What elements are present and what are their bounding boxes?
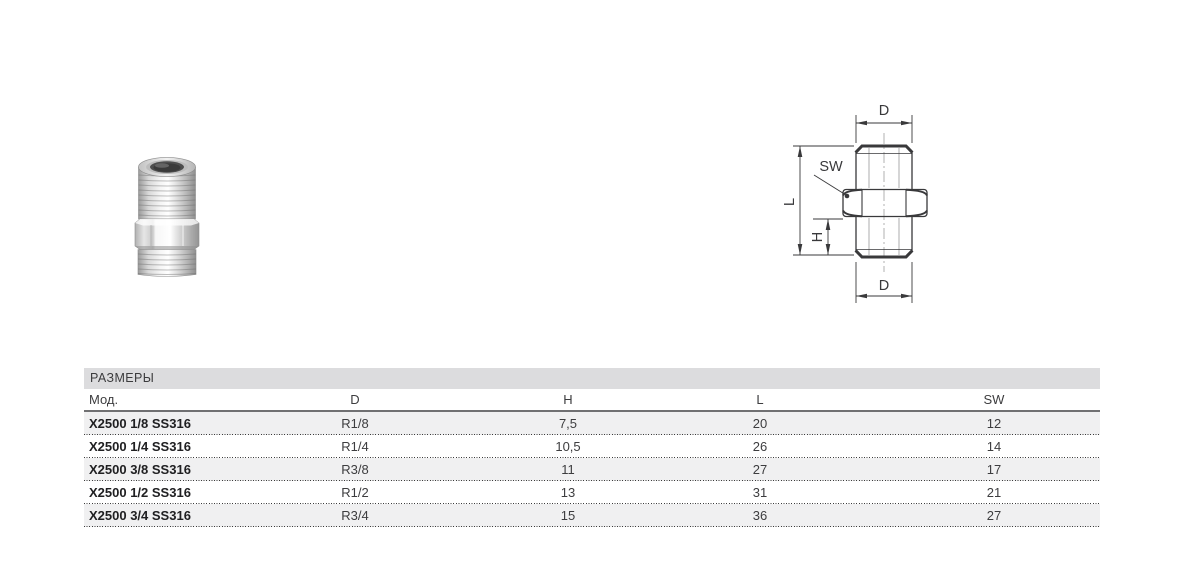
cell-d: R1/4 bbox=[341, 439, 369, 454]
cell-h: 10,5 bbox=[555, 439, 581, 454]
cell-h: 7,5 bbox=[558, 416, 578, 431]
dim-label-l: L bbox=[782, 198, 798, 206]
table-row: X2500 1/8 SS316 R1/8 7,5 20 12 bbox=[84, 412, 1100, 435]
cell-model: X2500 3/8 SS316 bbox=[89, 462, 191, 477]
cell-h: 13 bbox=[560, 485, 576, 500]
dim-label-d-top: D bbox=[879, 103, 889, 119]
cell-l: 20 bbox=[752, 416, 768, 431]
table-row: X2500 3/4 SS316 R3/4 15 36 27 bbox=[84, 504, 1100, 527]
table-title-bar: РАЗМЕРЫ bbox=[84, 368, 1100, 389]
product-photo bbox=[134, 155, 200, 279]
cell-l: 26 bbox=[752, 439, 768, 454]
dim-label-d-bottom: D bbox=[879, 278, 889, 294]
col-header-d: D bbox=[350, 392, 360, 407]
cell-d: R1/8 bbox=[341, 416, 369, 431]
cell-sw: 27 bbox=[986, 508, 1002, 523]
col-header-sw: SW bbox=[983, 392, 1005, 407]
cell-h: 11 bbox=[561, 462, 575, 477]
cell-sw: 21 bbox=[986, 485, 1002, 500]
dimension-drawing-graphic: D SW L H D bbox=[782, 103, 928, 303]
dim-label-sw: SW bbox=[819, 159, 843, 175]
cell-l: 31 bbox=[752, 485, 768, 500]
table-title: РАЗМЕРЫ bbox=[90, 371, 155, 385]
cell-sw: 12 bbox=[986, 416, 1002, 431]
cell-model: X2500 3/4 SS316 bbox=[89, 508, 191, 523]
table-row: X2500 3/8 SS316 R3/8 11 27 17 bbox=[84, 458, 1100, 481]
col-header-l: L bbox=[756, 392, 764, 407]
col-header-model: Мод. bbox=[89, 392, 119, 407]
hex-nipple-photo-graphic bbox=[134, 157, 200, 277]
cell-h: 15 bbox=[560, 508, 576, 523]
dim-label-h: H bbox=[810, 232, 826, 242]
cell-sw: 17 bbox=[986, 462, 1002, 477]
table-header-row: Мод. D H L SW bbox=[84, 389, 1100, 412]
cell-d: R3/8 bbox=[341, 462, 369, 477]
cell-model: X2500 1/8 SS316 bbox=[89, 416, 191, 431]
cell-sw: 14 bbox=[986, 439, 1002, 454]
table-row: X2500 1/4 SS316 R1/4 10,5 26 14 bbox=[84, 435, 1100, 458]
cell-l: 36 bbox=[752, 508, 768, 523]
cell-model: X2500 1/4 SS316 bbox=[89, 439, 191, 454]
dimensions-table: РАЗМЕРЫ Мод. D H L SW X2500 1/8 SS316 R1… bbox=[84, 368, 1100, 527]
cell-d: R1/2 bbox=[341, 485, 369, 500]
cell-d: R3/4 bbox=[341, 508, 369, 523]
technical-drawing: D SW L H D bbox=[770, 85, 950, 315]
col-header-h: H bbox=[563, 392, 573, 407]
table-row: X2500 1/2 SS316 R1/2 13 31 21 bbox=[84, 481, 1100, 504]
cell-model: X2500 1/2 SS316 bbox=[89, 485, 191, 500]
cell-l: 27 bbox=[752, 462, 768, 477]
